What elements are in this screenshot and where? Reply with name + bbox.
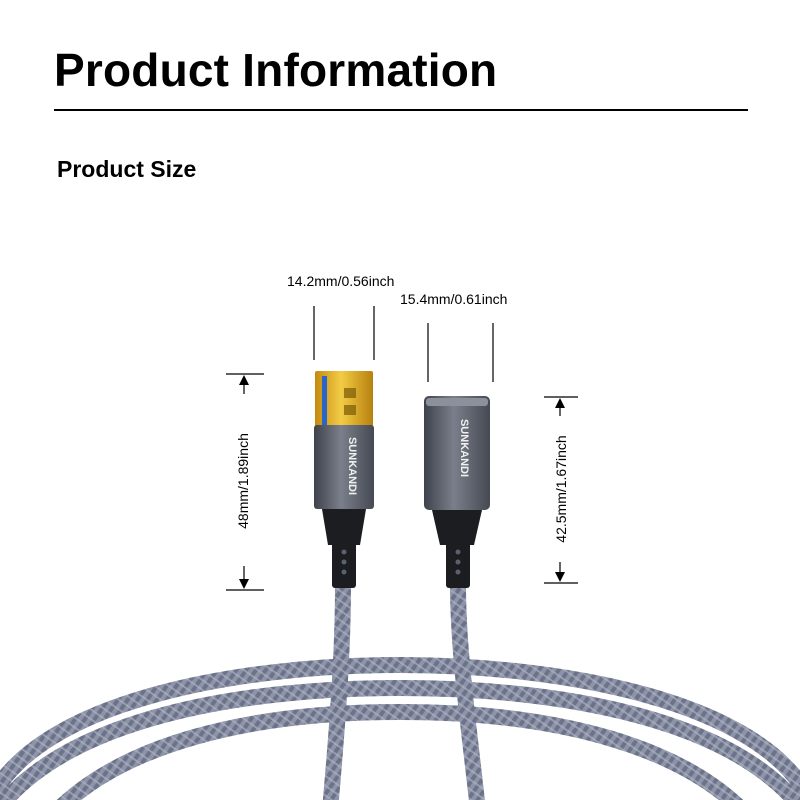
usb-a-plug-metal <box>315 371 373 429</box>
female-height-arrow-up <box>555 398 565 408</box>
female-height-arrow-down <box>555 572 565 582</box>
female-width-label: 15.4mm/0.61inch <box>400 291 508 307</box>
female-strain-relief <box>432 510 482 545</box>
cable-loop-3 <box>56 703 744 800</box>
male-usb-connector <box>314 371 374 588</box>
page-title: Product Information <box>54 44 498 96</box>
female-cable-strand <box>450 584 485 800</box>
section-title: Product Size <box>57 156 197 182</box>
male-brand-text: SUNKANDI <box>346 437 358 495</box>
usb-a-blue-tab <box>322 376 327 426</box>
female-socket-rim <box>426 398 488 406</box>
female-brand-text: SUNKANDI <box>458 419 470 477</box>
female-housing <box>424 396 490 510</box>
male-cable-strand <box>322 584 351 800</box>
female-length-label: 42.5mm/1.67inch <box>553 435 569 543</box>
usb-a-contact-window-top <box>344 388 356 398</box>
female-height-dimension <box>544 396 578 584</box>
cable-coil <box>0 656 800 800</box>
male-width-label: 14.2mm/0.56inch <box>287 273 395 289</box>
title-divider <box>54 109 748 111</box>
female-usb-connector <box>424 396 490 588</box>
usb-a-contact-window-bottom <box>344 405 356 415</box>
male-height-arrow-down <box>239 579 249 589</box>
male-strain-relief <box>322 509 366 545</box>
cable-loop-2 <box>0 679 800 800</box>
male-length-label: 48mm/1.89inch <box>235 433 251 529</box>
male-height-arrow-up <box>239 375 249 385</box>
cable-loop-1 <box>0 656 800 799</box>
male-housing <box>314 425 374 509</box>
